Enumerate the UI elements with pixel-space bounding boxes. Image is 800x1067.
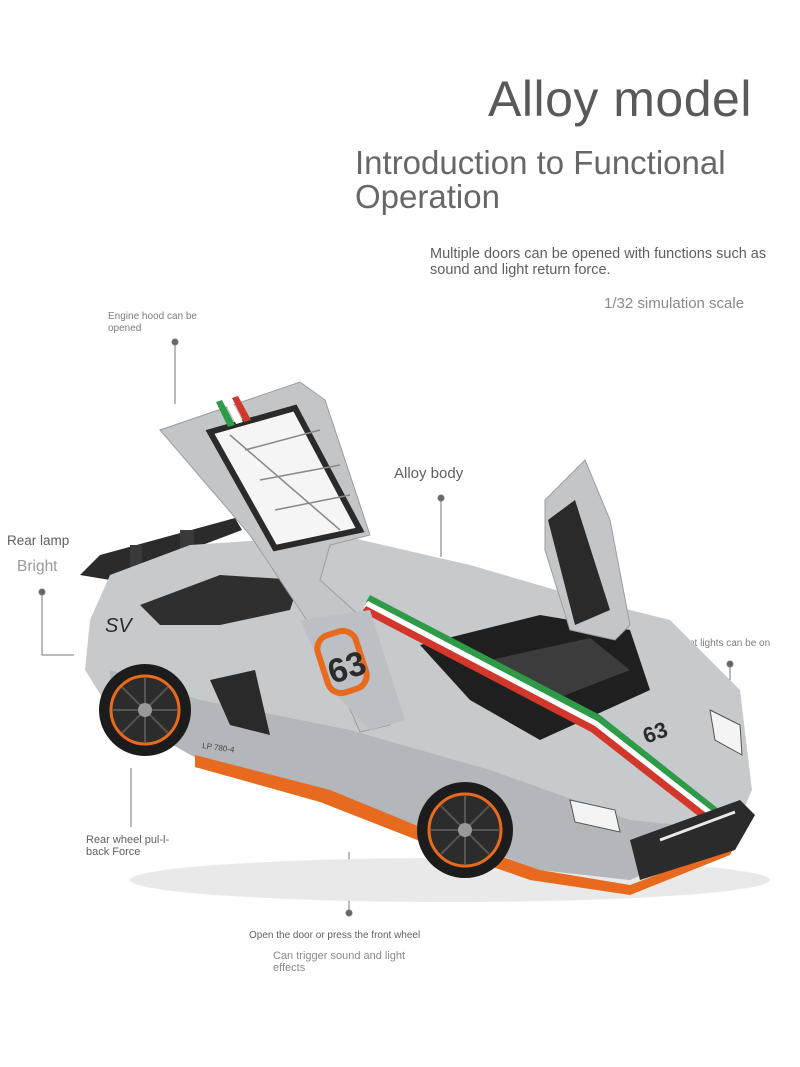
- engine-hood-dot: [171, 338, 179, 346]
- door-press-label: Open the door or press the front wheel: [249, 930, 421, 941]
- rear-lamp-leader: [41, 592, 74, 656]
- rear-wheel-label: Rear wheel pul-l-back Force: [86, 834, 170, 858]
- door-press-dot: [345, 909, 353, 917]
- front-lights-dot: [726, 660, 734, 668]
- page-subtitle: Introduction to Functional Operation: [355, 144, 726, 215]
- rear-lamp-sub-label: Bright: [17, 558, 58, 575]
- right-door: [544, 459, 631, 641]
- alloy-body-label: Alloy body: [394, 465, 464, 482]
- rear-lamp-label: Rear lamp: [7, 533, 70, 548]
- page-title: Alloy model: [488, 71, 752, 127]
- rear-wheel: [99, 664, 191, 756]
- car-illustration: 63 63 SV LP 780-4: [80, 381, 770, 902]
- side-skirt: [195, 755, 735, 895]
- alloy-body-dot: [437, 494, 445, 502]
- front-lights-label: Front lights can be on: [674, 638, 771, 649]
- front-headlight: [569, 799, 621, 833]
- scale-label: 1/32 simulation scale: [604, 295, 745, 312]
- rear-mark-text: SV: [105, 615, 133, 637]
- rear-lamp-dot: [38, 588, 46, 596]
- sound-light-label: Can trigger sound and light effects: [273, 950, 406, 974]
- rear-wing: [80, 518, 242, 580]
- front-wheel: [417, 782, 513, 878]
- feature-description: Multiple doors can be opened with functi…: [430, 246, 767, 278]
- engine-hood-label: Engine hood can be opened: [108, 311, 197, 334]
